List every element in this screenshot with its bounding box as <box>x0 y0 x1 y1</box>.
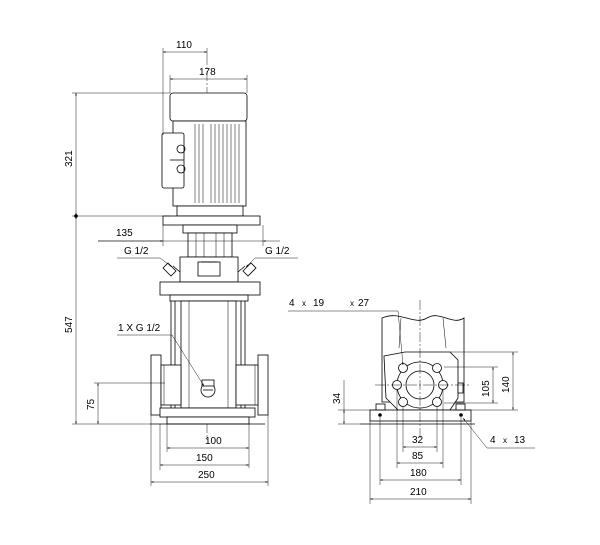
terminal-box-screw-top <box>176 144 186 154</box>
pump-base-foot <box>166 416 250 425</box>
pump-top-plate <box>159 281 261 296</box>
bolt-hole-3 <box>398 397 408 407</box>
base-view-foot <box>369 409 472 422</box>
base-view-side-plug <box>457 382 464 394</box>
pump-top-plate-inner <box>169 294 249 302</box>
foot-hole-right <box>459 413 463 417</box>
bolt-hole-2 <box>432 363 442 373</box>
dim-pitch-32: 32 <box>412 435 424 446</box>
label-vent-right: G 1/2 <box>265 246 290 257</box>
vent-plug-box <box>197 261 221 277</box>
dim-overall-height: 547 <box>64 316 75 333</box>
flange-holes-x: x <box>302 299 306 308</box>
vent-left-stub <box>172 265 181 273</box>
motor-cooling-fins <box>194 124 240 203</box>
dim-width-180: 180 <box>410 468 427 479</box>
vent-right-stub <box>237 265 246 273</box>
flange-pcd: 27 <box>358 298 370 309</box>
dim-flange-outer: 140 <box>501 376 512 393</box>
foot-hole-left <box>378 413 382 417</box>
dim-motor-height: 321 <box>64 150 75 167</box>
dim-flange-span: 250 <box>198 470 215 481</box>
motor-fan-cover <box>169 92 248 122</box>
front-view <box>150 55 269 440</box>
dim-width-210: 210 <box>410 487 427 498</box>
dim-motor-width: 178 <box>199 67 216 78</box>
pump-base-upper <box>159 407 256 418</box>
dim-inlet-height: 75 <box>86 398 97 410</box>
flange-holes-x2: x <box>350 299 354 308</box>
dim-base-inner: 100 <box>205 436 222 447</box>
foot-holes-x: x <box>503 436 507 445</box>
flange-holes-dia: 19 <box>313 298 325 309</box>
dim-axis-height: 34 <box>332 392 343 404</box>
outlet-flange <box>235 354 269 416</box>
dim-motor-flange: 110 <box>176 40 192 51</box>
dim-flange-inner: 105 <box>481 380 492 397</box>
foot-holes-count: 4 <box>490 435 496 446</box>
dim-pitch-85: 85 <box>412 451 424 462</box>
label-drain: 1 X G 1/2 <box>118 323 161 334</box>
foot-holes-dia: 13 <box>514 435 526 446</box>
inlet-flange <box>150 354 182 416</box>
motor <box>161 92 248 217</box>
base-view-dimensions: 4 x 19 x 27 105 140 34 32 85 <box>288 298 535 504</box>
bolt-hole-4 <box>432 397 442 407</box>
terminal-box <box>161 132 185 189</box>
coupling-section <box>162 215 261 283</box>
flange-holes-count: 4 <box>289 298 295 309</box>
base-view <box>360 300 475 440</box>
dim-coupling-width: 135 <box>116 228 133 239</box>
terminal-box-screw-bottom <box>176 164 186 174</box>
label-vent-left: G 1/2 <box>124 246 149 257</box>
motor-stool-flange <box>176 205 244 217</box>
front-view-dimensions: 110 178 321 547 135 G 1/2 G 1/2 <box>64 40 298 486</box>
dim-base-outer: 150 <box>196 453 213 464</box>
